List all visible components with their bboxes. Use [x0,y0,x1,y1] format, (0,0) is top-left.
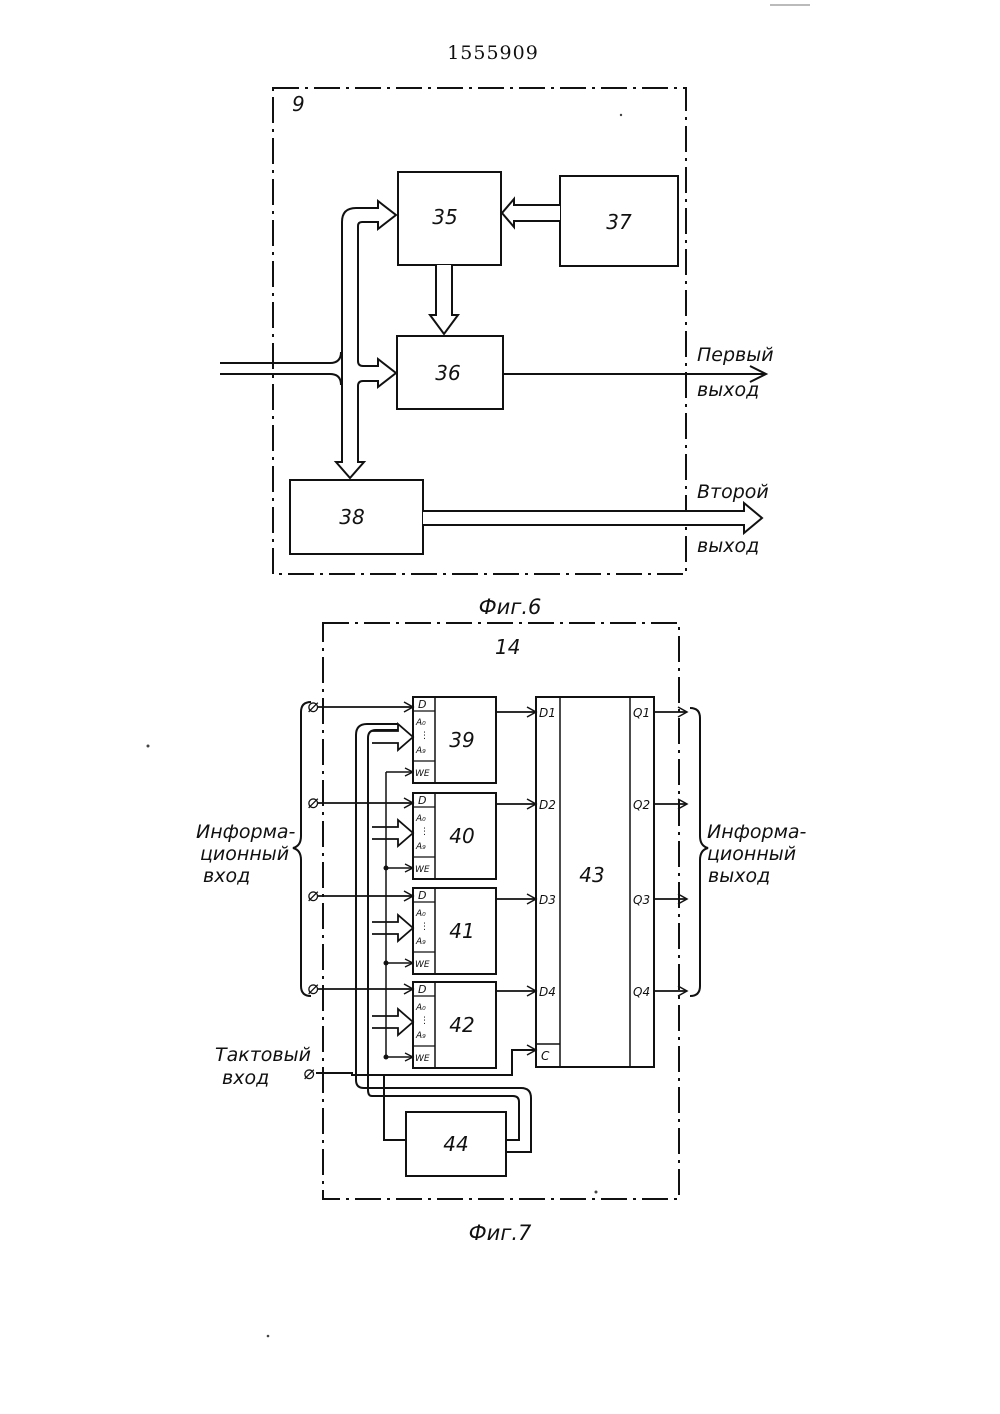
register-43-label: 43 [579,863,604,887]
register-output-Q1: Q1 [633,706,650,720]
memory-block-42-pin-we: WE [415,1054,430,1064]
block-38-label: 38 [339,505,364,529]
register-input-D4: D4 [539,985,556,999]
first-output-label-1: Первый [697,344,774,366]
address-bus-branch-39 [372,724,413,750]
external-input-line-2 [220,374,341,385]
memory-block-41-pin-a0: A₀ [415,909,426,919]
block-37-label: 37 [606,210,632,234]
write-enable-junction-3 [384,1055,389,1060]
clock-input-label-2: вход [222,1067,269,1089]
memory-block-41-pin-d: D [418,889,426,902]
memory-block-39-pin-d: D [418,698,426,711]
memory-block-42-pin-d: D [418,983,426,996]
clock-line-to-counter [384,1075,406,1140]
block-36-label: 36 [435,361,460,385]
first-output-label-2: выход [697,379,759,401]
second-output-label-1: Второй [697,481,769,503]
write-enable-junction-1 [384,866,389,871]
speck [267,1335,270,1338]
data-input-terminal-39: ⌀ [307,695,319,717]
memory-block-40-label: 40 [449,824,474,848]
second-output-label-2: выход [697,535,759,557]
address-bus-branch-41 [372,915,413,941]
patent-number: 1555909 [447,42,539,64]
memory-block-42-label: 42 [449,1013,474,1037]
speck [620,114,622,116]
write-enable-junction-2 [384,961,389,966]
input-bus-trunk [336,201,396,478]
memory-block-39-pin-we: WE [415,769,430,779]
register-input-D3: D3 [539,893,556,907]
memory-block-42-pin-a0: A₀ [415,1003,426,1013]
memory-block-41-pin-we: WE [415,960,430,970]
counter-44-label: 44 [443,1132,468,1156]
bus-37-to-35 [502,199,560,227]
memory-block-40-pin-a9: A₉ [415,842,426,852]
second-output-bus [423,503,762,533]
info-output-label-2: ционный [707,843,796,865]
memory-block-42-pin-dots: ⋮ [420,1016,429,1026]
memory-block-41-pin-a9: A₉ [415,937,426,947]
register-input-D2: D2 [539,798,556,812]
register-output-Q4: Q4 [633,985,650,999]
fig7-caption: Фиг.7 [469,1221,532,1245]
speck [147,745,150,748]
info-output-label-1: Информа- [707,821,807,843]
info-output-brace [690,708,708,996]
memory-block-41-pin-dots: ⋮ [420,922,429,932]
info-input-label-2: ционный [200,843,289,865]
info-input-label-3: вход [203,865,250,887]
fig6: 9 35 37 36 38 Первый выход Второй выход … [220,88,774,619]
block-35-label: 35 [432,205,457,229]
memory-block-39-pin-a0: A₀ [415,718,426,728]
memory-block-39-pin-dots: ⋮ [420,731,429,741]
memory-block-39-label: 39 [449,728,474,752]
address-bus-branch-40 [372,820,413,846]
register-output-Q3: Q3 [633,893,650,907]
fig6-caption: Фиг.6 [479,595,542,619]
data-input-terminal-41: ⌀ [307,884,319,906]
data-input-terminal-40: ⌀ [307,791,319,813]
external-input-line-1 [220,352,341,363]
memory-block-39-pin-a9: A₉ [415,746,426,756]
fig6-frame-label: 9 [292,92,305,116]
memory-block-42-pin-a9: A₉ [415,1031,426,1041]
address-bus-branch-42 [372,1009,413,1035]
clock-input-label-1: Тактовый [215,1044,311,1066]
memory-block-40-pin-dots: ⋮ [420,827,429,837]
register-input-D1: D1 [539,706,556,720]
bus-35-to-36 [430,265,458,334]
fig7: 14 43 C 44 DA₀⋮A₉WE39⌀D1Q1DA₀⋮A₉WE40⌀D2Q… [196,623,807,1245]
memory-block-40-pin-d: D [418,794,426,807]
info-input-brace [293,702,311,996]
memory-block-40-pin-a0: A₀ [415,814,426,824]
info-output-label-3: выход [708,865,770,887]
info-input-label-1: Информа- [196,821,296,843]
memory-block-41-label: 41 [449,919,474,943]
fig7-frame-label: 14 [495,635,520,659]
register-43-clock-pin: C [541,1049,550,1063]
register-output-Q2: Q2 [633,798,650,812]
speck [595,1191,598,1194]
memory-block-40-pin-we: WE [415,865,430,875]
